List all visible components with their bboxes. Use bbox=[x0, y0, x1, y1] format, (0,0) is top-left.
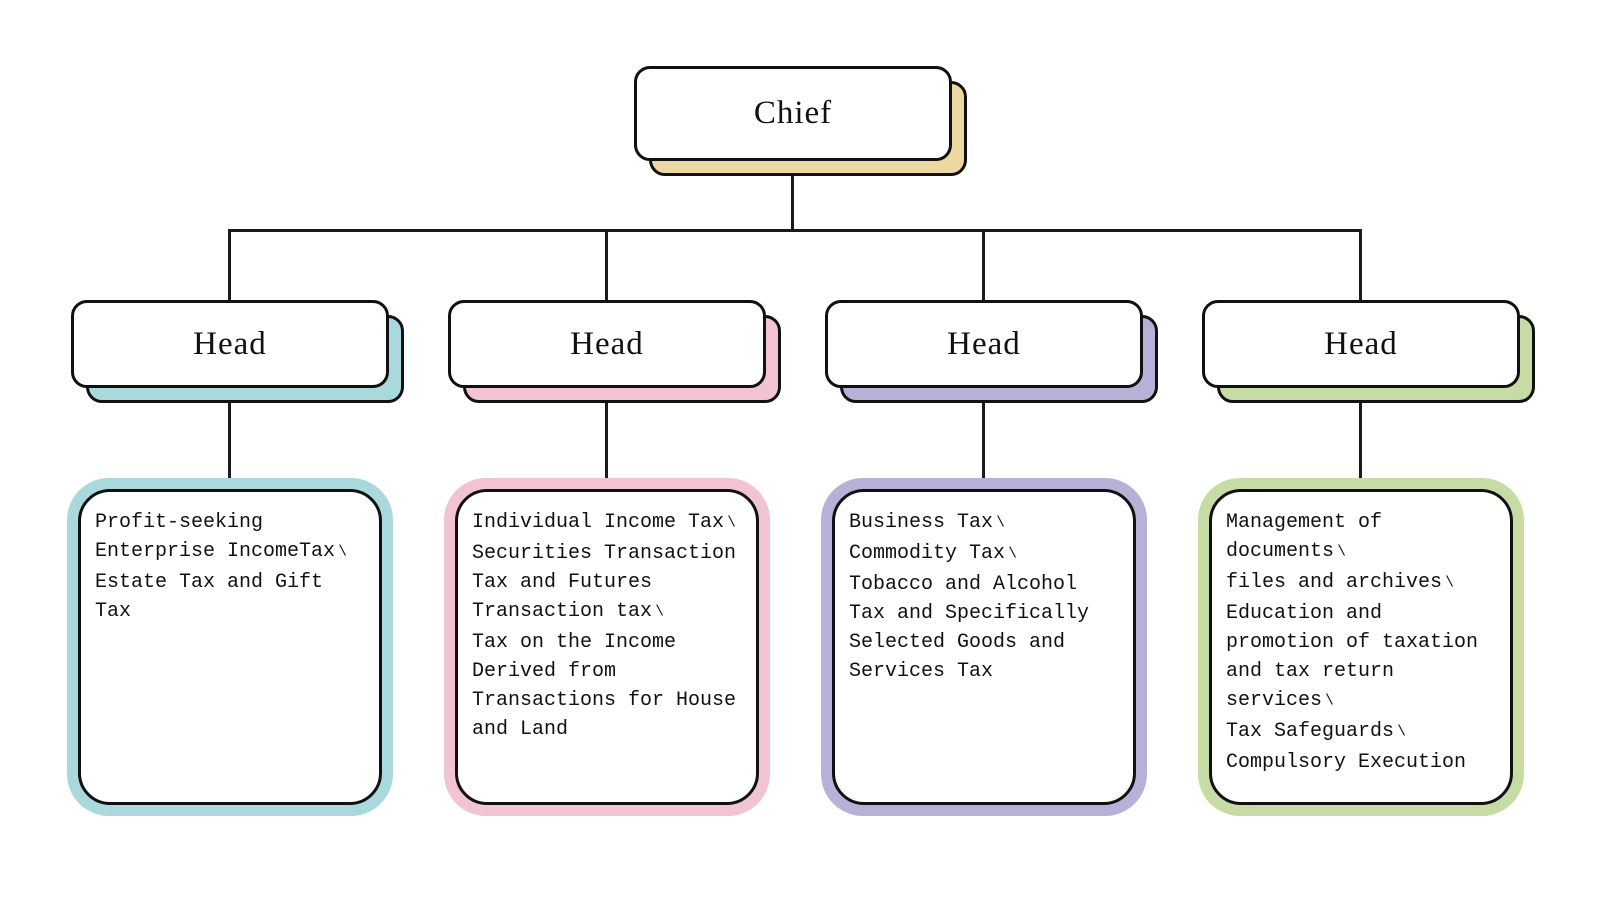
head-node-4: Head bbox=[1202, 300, 1535, 403]
head-node-3-face: Head bbox=[825, 300, 1143, 388]
connector-head-detail-2 bbox=[605, 386, 608, 480]
head-label-4: Head bbox=[1324, 325, 1398, 362]
connector-drop-1 bbox=[228, 229, 231, 303]
connector-drop-4 bbox=[1359, 229, 1362, 303]
chief-label: Chief bbox=[753, 95, 833, 131]
detail-item: Education and promotion of taxation and … bbox=[1226, 602, 1479, 712]
chief-node-face: Chief bbox=[634, 66, 952, 161]
detail-box-1: Profit-seeking Enterprise IncomeTax\ Est… bbox=[67, 478, 393, 816]
connector-drop-2 bbox=[605, 229, 608, 303]
connector-chief-stem bbox=[791, 158, 794, 232]
detail-box-3: Business Tax\ Commodity Tax\ Tobacco and… bbox=[821, 478, 1147, 816]
connector-head-detail-1 bbox=[228, 386, 231, 480]
connector-head-detail-3 bbox=[982, 386, 985, 480]
head-label-1: Head bbox=[193, 325, 267, 362]
detail-item: Business Tax\ bbox=[849, 511, 1005, 534]
connector-head-detail-4 bbox=[1359, 386, 1362, 480]
detail-item: Tax Safeguards\ bbox=[1226, 720, 1406, 743]
detail-item: Individual Income Tax\ bbox=[472, 511, 736, 534]
detail-item: Compulsory Execution bbox=[1226, 751, 1467, 774]
detail-box-4: Management of documents\ files and archi… bbox=[1198, 478, 1524, 816]
head-label-3: Head bbox=[947, 325, 1021, 362]
detail-item: Tax on the Income Derived from Transacti… bbox=[472, 631, 737, 741]
detail-box-2: Individual Income Tax\ Securities Transa… bbox=[444, 478, 770, 816]
detail-item: Securities Transaction Tax and Futures T… bbox=[472, 542, 737, 623]
detail-item: files and archives\ bbox=[1226, 571, 1454, 594]
connector-horizontal bbox=[228, 229, 1362, 232]
detail-panel-1: Profit-seeking Enterprise IncomeTax\ Est… bbox=[78, 489, 382, 805]
detail-panel-3: Business Tax\ Commodity Tax\ Tobacco and… bbox=[832, 489, 1136, 805]
detail-item: Tobacco and Alcohol Tax and Specifically… bbox=[849, 573, 1090, 683]
head-node-2: Head bbox=[448, 300, 781, 403]
detail-item: Profit-seeking Enterprise IncomeTax\ bbox=[95, 511, 347, 563]
head-node-1-face: Head bbox=[71, 300, 389, 388]
detail-item: Commodity Tax\ bbox=[849, 542, 1017, 565]
detail-item: Estate Tax and Gift Tax bbox=[95, 571, 324, 623]
head-node-4-face: Head bbox=[1202, 300, 1520, 388]
chief-node: Chief bbox=[634, 66, 967, 176]
head-node-1: Head bbox=[71, 300, 404, 403]
detail-panel-2: Individual Income Tax\ Securities Transa… bbox=[455, 489, 759, 805]
detail-panel-4: Management of documents\ files and archi… bbox=[1209, 489, 1513, 805]
head-node-3: Head bbox=[825, 300, 1158, 403]
detail-item: Management of documents\ bbox=[1226, 511, 1383, 563]
head-node-2-face: Head bbox=[448, 300, 766, 388]
connector-drop-3 bbox=[982, 229, 985, 303]
head-label-2: Head bbox=[570, 325, 644, 362]
